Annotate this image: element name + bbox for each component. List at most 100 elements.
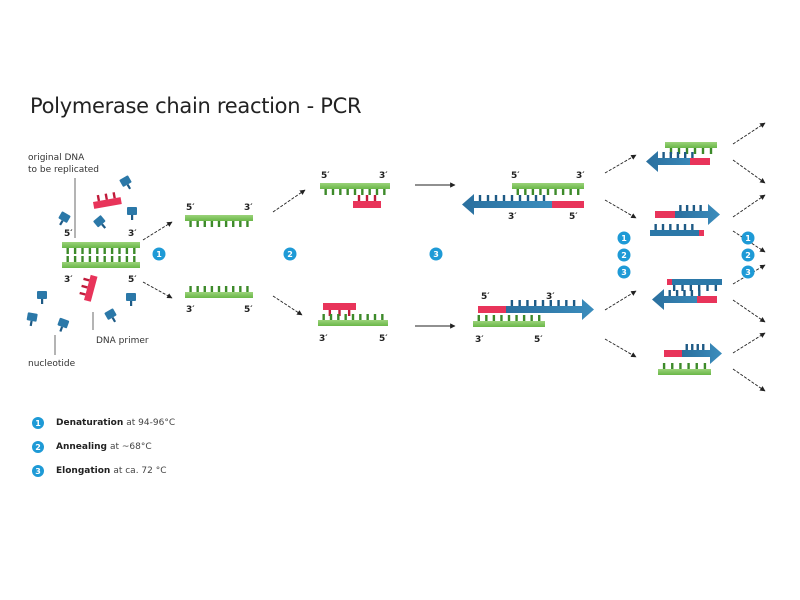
nucleotide-stem (41, 299, 44, 304)
annealed-bottom-primer (323, 303, 356, 316)
base-tooth (328, 310, 332, 316)
base-tooth (96, 248, 99, 254)
legend-step-3: 3 Elongation at ca. 72 °C (32, 465, 167, 477)
five-prime-label: 5′ (511, 171, 520, 181)
original-dna-label-1: original DNA (28, 153, 85, 163)
base-tooth (679, 363, 682, 369)
base-tooth (322, 314, 325, 320)
next-cycle-arrow (732, 332, 766, 354)
cycle2-product2-new (675, 204, 720, 225)
elongation-top-template (512, 183, 584, 195)
base-tooth (683, 224, 687, 230)
base-tooth (324, 189, 327, 195)
step-badge-1: 1 (152, 247, 166, 261)
base-tooth (577, 189, 580, 195)
primer-backbone (84, 274, 98, 302)
base-tooth (526, 195, 530, 201)
base-tooth (338, 310, 341, 316)
badge-circle (152, 247, 166, 261)
arrow-shaft (646, 151, 700, 172)
nucleotide (127, 207, 137, 220)
base-tooth (691, 152, 694, 158)
five-prime-label: 5′ (186, 203, 195, 213)
base-tooth (676, 224, 679, 230)
strand-backbone (665, 142, 717, 148)
step-badge-1: 1 (617, 231, 631, 245)
three-prime-label: 3′ (319, 334, 328, 344)
base-tooth (557, 300, 560, 306)
base-tooth (510, 300, 514, 306)
annealed-top-template (320, 183, 390, 195)
step-condition-1: at 94-96°C (126, 418, 176, 428)
base-tooth (103, 256, 106, 262)
nucleotide-body (26, 312, 38, 322)
base-tooth (88, 256, 92, 262)
base-tooth (224, 286, 228, 292)
annealed-bottom-template (318, 314, 388, 326)
next-cycle-arrow (732, 368, 766, 392)
denatured-top-strand (185, 215, 253, 227)
strand-backbone (62, 262, 140, 268)
base-tooth (239, 286, 242, 292)
base-tooth (669, 148, 673, 154)
step-badge-3: 3 (741, 265, 755, 279)
five-prime-label: 5′ (64, 229, 73, 239)
base-tooth (671, 363, 674, 369)
base-tooth (485, 315, 488, 321)
cycle2-product4-template (658, 363, 711, 375)
base-tooth (103, 248, 106, 254)
base-tooth (224, 221, 228, 227)
legend-step-1: 1 Denaturation at 94-96°C (32, 417, 175, 429)
step-name-3: Elongation (56, 466, 111, 476)
base-tooth (516, 189, 519, 195)
strand-backbone (318, 320, 388, 326)
step-badge-3: 3 (32, 465, 44, 477)
arrow-shaft (682, 343, 722, 364)
next-cycle-arrow (732, 159, 766, 184)
base-tooth (569, 189, 572, 195)
base-tooth (530, 315, 533, 321)
base-tooth (353, 189, 357, 195)
base-tooth (81, 284, 88, 289)
base-tooth (709, 148, 713, 154)
base-tooth (83, 277, 90, 282)
base-tooth (541, 300, 545, 306)
primer-backbone (323, 303, 356, 310)
base-tooth (515, 315, 518, 321)
base-tooth (365, 195, 369, 201)
base-tooth (232, 221, 235, 227)
three-prime-label: 3′ (244, 203, 253, 213)
strand-backbone (62, 242, 140, 248)
nucleotide-stem (59, 220, 64, 226)
process-arrow (272, 189, 306, 213)
five-prime-label: 5′ (481, 292, 490, 302)
annealed-top-primer (353, 195, 381, 208)
base-tooth (383, 189, 386, 195)
elongation-bottom-template (473, 315, 545, 327)
base-tooth (689, 285, 693, 291)
nucleotide-body (93, 215, 106, 228)
base-tooth (698, 290, 701, 296)
cycle2-product3-primer (697, 296, 717, 303)
five-prime-label: 5′ (244, 305, 253, 315)
step-badge-2: 2 (283, 247, 297, 261)
base-tooth (696, 344, 699, 350)
base-tooth (518, 195, 522, 201)
badge-circle (429, 247, 443, 261)
base-tooth (565, 300, 568, 306)
badge-number: 3 (745, 268, 751, 277)
badge-circle (617, 265, 631, 279)
cycle2-product1-template (665, 142, 717, 154)
base-tooth (706, 285, 709, 291)
process-arrow (142, 221, 173, 241)
base-tooth (714, 285, 718, 291)
badge-circle (741, 248, 755, 262)
nucleotide-body (127, 207, 137, 215)
step-name-2: Annealing (56, 442, 107, 452)
arrow-shaft (462, 194, 552, 215)
base-tooth (375, 189, 379, 195)
strand-backbone (320, 183, 390, 189)
base-tooth (217, 286, 221, 292)
base-tooth (572, 300, 576, 306)
base-tooth (675, 290, 679, 296)
